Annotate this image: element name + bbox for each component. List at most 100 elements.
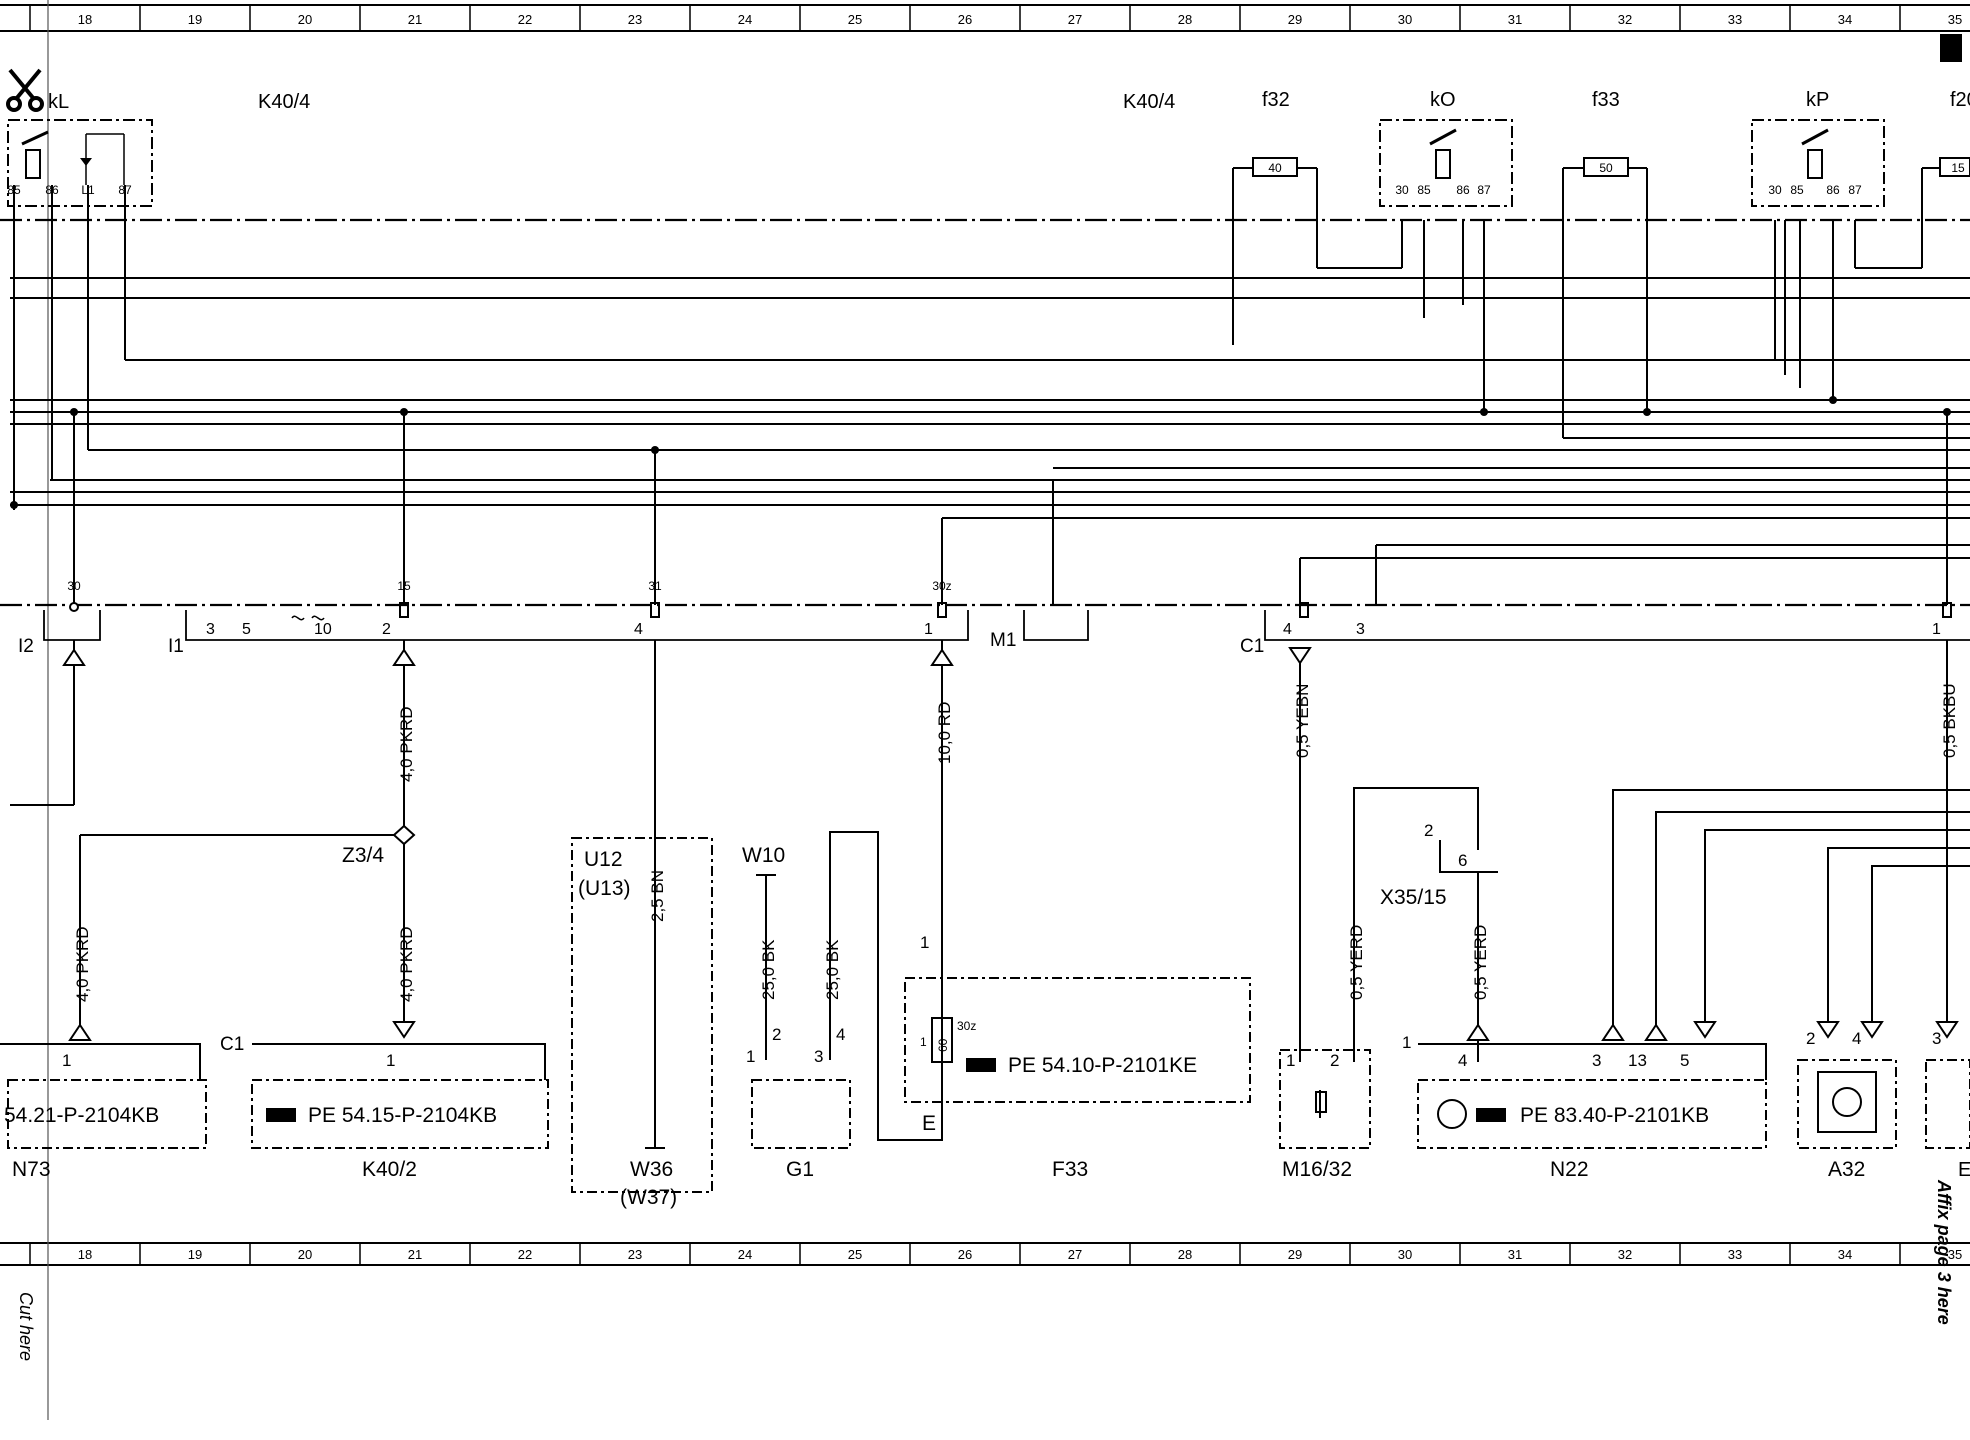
grid-column-label: 32	[1618, 1247, 1632, 1262]
label-z3-4: Z3/4	[342, 844, 384, 867]
grid-column-label: 22	[518, 12, 532, 27]
fuse-f32-value: 40	[1268, 161, 1282, 175]
note-affix-page: Affix page 3 here	[1934, 1179, 1954, 1325]
grid-column-label: 35	[1948, 1247, 1962, 1262]
grid-column-label: 27	[1068, 12, 1082, 27]
label-u12: U12	[584, 848, 623, 871]
pin-kl-85: 85	[7, 183, 21, 197]
label-kl: kL	[48, 91, 69, 113]
right-pin-3: 3	[1932, 1029, 1941, 1048]
pin-kp-86: 86	[1826, 183, 1840, 197]
grid-frame	[0, 4, 1970, 1266]
x3515-pin-2: 2	[1424, 821, 1433, 840]
relay-kp	[1751, 119, 1885, 207]
wire-bk-b: 25,0 BK	[823, 939, 842, 1000]
grid-column-label: 34	[1838, 1247, 1852, 1262]
wire-bk-a: 25,0 BK	[759, 939, 778, 1000]
c1-pin-4: 4	[1283, 621, 1292, 638]
g1-pin-1: 1	[746, 1047, 755, 1066]
label-u13: (U13)	[578, 877, 631, 900]
grid-column-label: 35	[1948, 12, 1962, 27]
pin-kl-87: 87	[118, 183, 132, 197]
grid-column-label: 25	[848, 12, 862, 27]
junction-dots	[10, 396, 1951, 509]
m1632-pin-2: 2	[1330, 1051, 1339, 1070]
f33-pin-1: 1	[920, 933, 929, 952]
grid-dividers	[29, 5, 1901, 1265]
terminal-30: 30	[67, 579, 81, 593]
grid-column-label: 19	[188, 12, 202, 27]
pin-ko-85: 85	[1417, 183, 1431, 197]
n22-pin-1: 1	[1402, 1033, 1411, 1052]
pin-kp-85: 85	[1790, 183, 1804, 197]
label-k40-2: K40/2	[362, 1158, 417, 1181]
label-n22: N22	[1550, 1158, 1589, 1181]
label-f32: f32	[1262, 89, 1290, 111]
fuse-f33-value: 50	[1599, 161, 1613, 175]
g1-pin-4: 4	[836, 1025, 845, 1044]
label-e: E	[922, 1112, 936, 1135]
connector-i2: I2	[18, 636, 34, 657]
k402-pin-1: 1	[386, 1051, 395, 1070]
grid-column-label: 20	[298, 1247, 312, 1262]
f33-inner-60: 60	[936, 1038, 950, 1052]
wire-yerd-a: 0,5 YERD	[1347, 925, 1366, 1000]
wire-pkrd-left: 4,0 PKRD	[73, 926, 92, 1002]
page-corner-marker	[1940, 34, 1962, 62]
wire-pkrd-main: 4,0 PKRD	[397, 706, 416, 782]
label-w36: W36	[630, 1158, 673, 1181]
i1-pin-1: 1	[924, 621, 933, 638]
rail-pins	[69, 602, 1952, 621]
component-boxes	[0, 837, 1970, 1193]
fuse-f20-value: 15	[1951, 161, 1965, 175]
a32-pin-4: 4	[1852, 1029, 1861, 1048]
splice-z3-4-icon	[392, 824, 416, 846]
m1632-pin-1: 1	[1286, 1051, 1295, 1070]
pin-kp-87: 87	[1848, 183, 1862, 197]
grid-column-label: 22	[518, 1247, 532, 1262]
label-a32: A32	[1828, 1158, 1865, 1181]
grid-column-label: 34	[1838, 12, 1852, 27]
label-m16-32: M16/32	[1282, 1158, 1352, 1181]
reference-k40-2: PE 54.15-P-2104KB	[308, 1104, 497, 1127]
grid-column-label: 26	[958, 12, 972, 27]
relay-ko	[1379, 119, 1513, 207]
grid-column-label: 24	[738, 1247, 752, 1262]
fuse-f32	[1233, 157, 1318, 220]
label-f20: f20	[1950, 89, 1970, 111]
grid-column-label: 20	[298, 12, 312, 27]
connector-c1-left: C1	[220, 1034, 244, 1055]
n22-pin-5: 5	[1680, 1051, 1689, 1070]
grid-column-label: 27	[1068, 1247, 1082, 1262]
grid-column-label: 29	[1288, 1247, 1302, 1262]
note-cut-here: Cut here	[16, 1292, 36, 1361]
connector-c1-right: C1	[1240, 636, 1264, 657]
grid-column-label: 29	[1288, 12, 1302, 27]
wire-rd: 10,0 RD	[935, 702, 954, 764]
g1-pin-2: 2	[772, 1025, 781, 1044]
grid-column-label: 21	[408, 1247, 422, 1262]
terminal-30z: 30z	[932, 579, 951, 593]
arrow-markers	[62, 647, 1959, 1041]
relay-kl	[7, 119, 153, 220]
i1-pin-4: 4	[634, 621, 643, 638]
wire-yerd-b: 0,5 YERD	[1471, 925, 1490, 1000]
wire-pkrd-k402: 4,0 PKRD	[397, 926, 416, 1002]
label-w10: W10	[742, 844, 785, 867]
g1-pin-3: 3	[814, 1047, 823, 1066]
terminal-15: 15	[397, 579, 411, 593]
grid-column-label: 23	[628, 1247, 642, 1262]
label-n73: N73	[12, 1158, 51, 1181]
grid-column-label: 18	[78, 1247, 92, 1262]
c1-pin-3: 3	[1356, 621, 1365, 638]
fuse-f20	[1922, 157, 1970, 177]
label-x35-15: X35/15	[1380, 886, 1447, 909]
n22-pin-13: 13	[1628, 1051, 1647, 1070]
grid-column-label: 25	[848, 1247, 862, 1262]
grid-column-label: 33	[1728, 1247, 1742, 1262]
grid-column-label: 28	[1178, 12, 1192, 27]
connector-m1: M1	[990, 630, 1016, 651]
